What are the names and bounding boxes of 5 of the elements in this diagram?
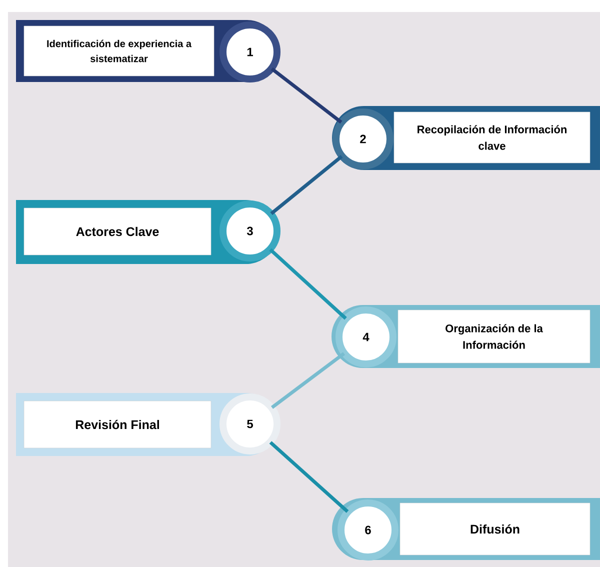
- connector-line: [269, 441, 349, 513]
- connector-line: [269, 248, 347, 320]
- connector-line: [270, 155, 343, 215]
- connector-line: [270, 67, 342, 124]
- connector-line: [270, 352, 346, 409]
